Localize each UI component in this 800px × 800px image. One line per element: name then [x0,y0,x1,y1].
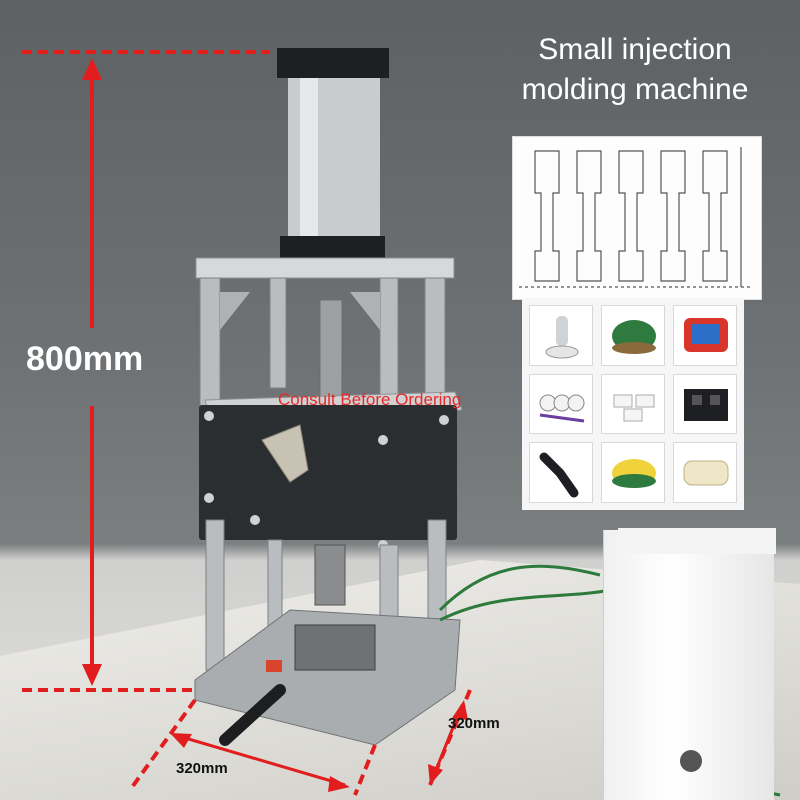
sample-turtle-toy [601,305,665,366]
width-label: 320mm [176,760,228,777]
material-hopper [261,424,309,483]
sample-clip-parts [529,373,593,435]
depth-label: 320mm [448,715,500,732]
test-specimen-drawing [512,136,762,300]
cylinder-top-cap [277,48,389,78]
sample-socket-parts [673,373,737,435]
width-arrow [174,733,346,787]
sample-soap-box [673,442,737,503]
sample-connector-blocks [601,373,665,435]
sample-speaker-stand [529,305,593,366]
watermark-text: Consult Before Ordering [278,390,462,409]
height-label: 800mm [26,340,144,378]
top-plate [195,257,455,279]
product-sample-grid [522,298,744,510]
control-box-port [680,750,702,772]
control-box-top [618,528,776,554]
sample-nozzle [529,442,593,503]
heater-panel [199,405,457,540]
mold-clamp [294,624,376,671]
sample-mouse [601,442,665,503]
sample-phone-case [673,305,737,366]
lever-handle [219,684,286,746]
cylinder-bottom-cap [280,236,385,258]
